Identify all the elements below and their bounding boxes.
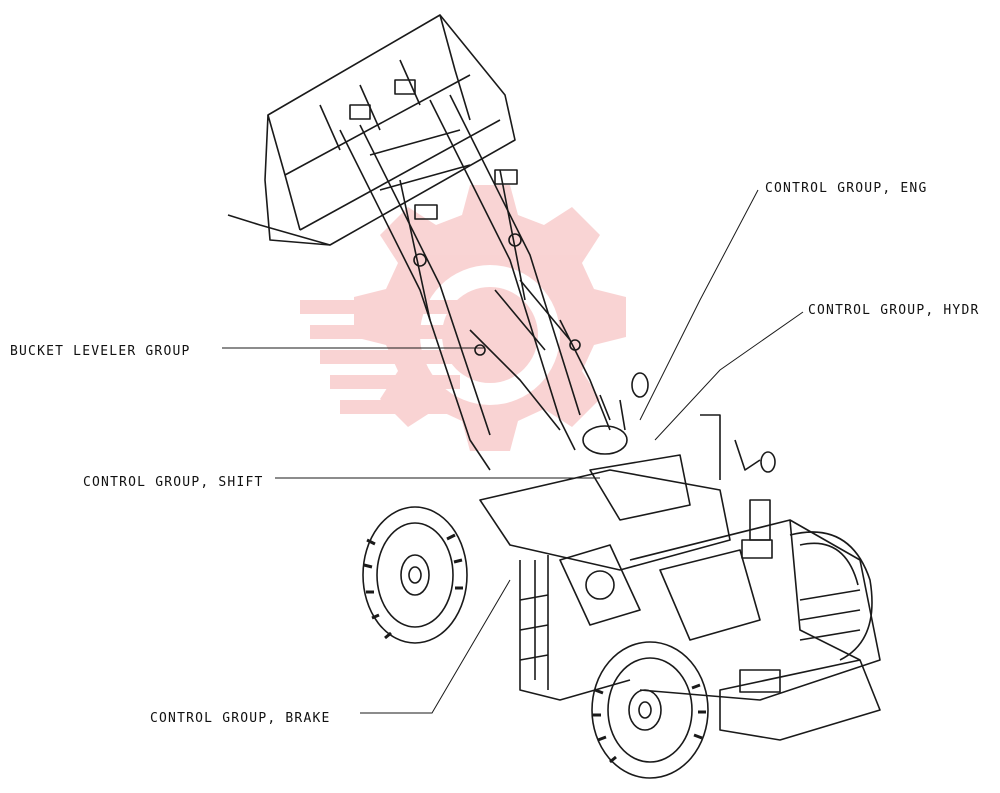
callout-control-group-hydraulic: CONTROL GROUP, HYDR <box>808 303 980 318</box>
lift-arms <box>339 94 581 471</box>
front-left-wheel <box>362 506 468 644</box>
callout-control-group-shift: CONTROL GROUP, SHIFT <box>83 475 264 490</box>
callout-control-group-engine: CONTROL GROUP, ENG <box>765 181 928 196</box>
operator-station <box>582 372 776 559</box>
bucket <box>227 14 516 246</box>
leader-hydraulic <box>654 311 804 441</box>
chassis <box>479 469 881 741</box>
callout-control-group-brake: CONTROL GROUP, BRAKE <box>150 711 331 726</box>
leader-engine <box>639 189 759 421</box>
leader-brake <box>360 579 511 714</box>
callout-bucket-leveler-group: BUCKET LEVELER GROUP <box>10 344 191 359</box>
loader-line-art <box>227 14 881 779</box>
rear-left-wheel <box>591 641 709 779</box>
tire-tread <box>363 533 706 764</box>
rear-right-wheel <box>789 531 873 661</box>
hydraulic-links <box>469 279 611 431</box>
leader-lines <box>222 189 804 714</box>
watermark-gear-logo <box>300 185 626 451</box>
